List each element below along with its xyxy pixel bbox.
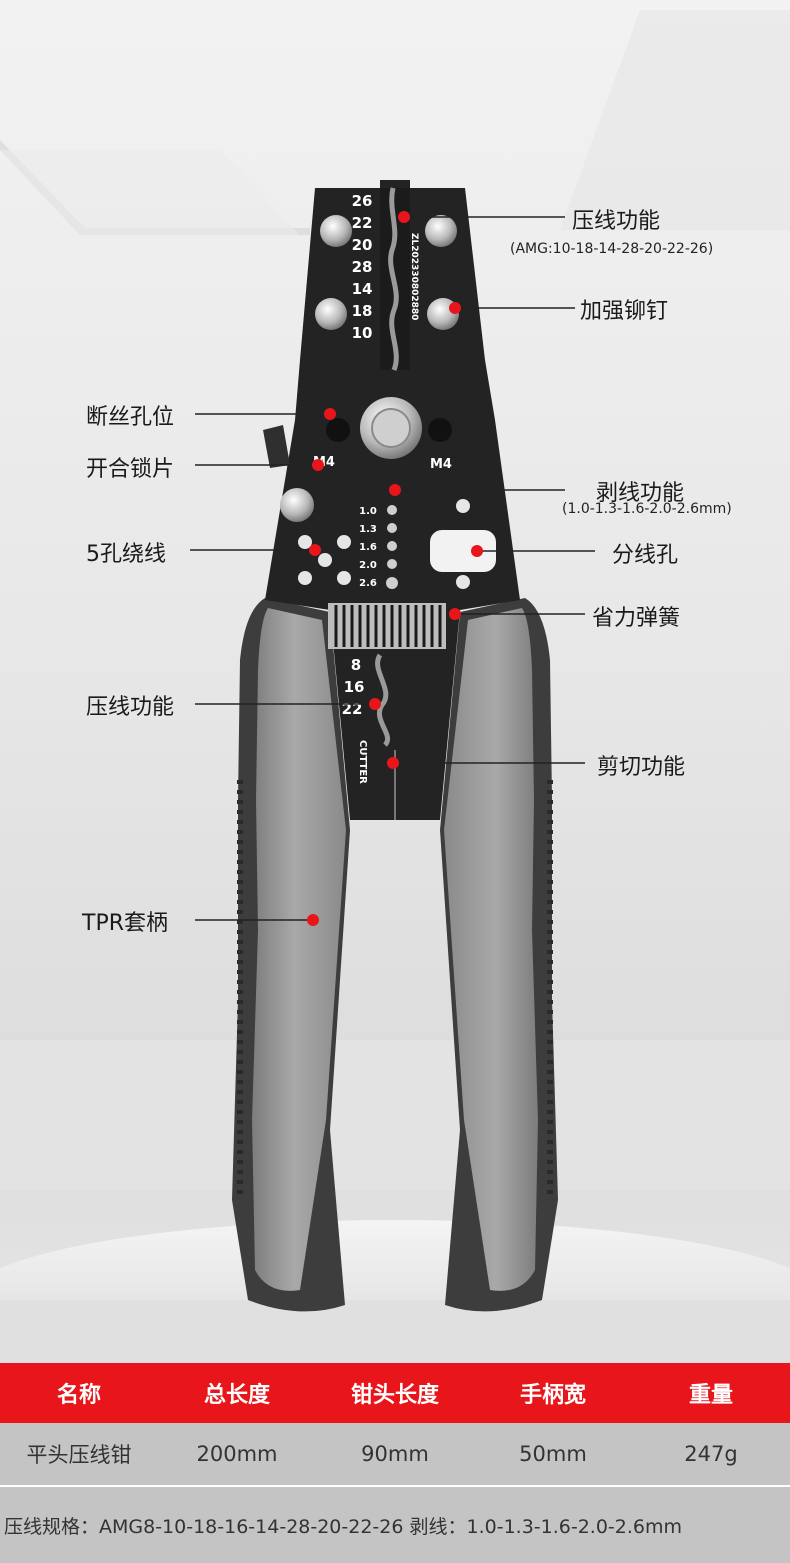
callout-cut: 剪切功能 (597, 755, 686, 780)
cutter-label: CUTTER (357, 740, 368, 784)
spec-header-head-length: 钳头长度 (350, 1383, 439, 1408)
callout-strip-spec: (1.0-1.3-1.6-2.0-2.6mm) (562, 501, 732, 517)
spec-header-handle-width: 手柄宽 (519, 1383, 586, 1408)
spec-footer: 压线规格：AMG8-10-18-16-14-28-20-22-26 剥线：1.0… (0, 1487, 790, 1563)
spec-header-weight: 重量 (688, 1383, 733, 1408)
spec-header-row: 名称 总长度 钳头长度 手柄宽 重量 (0, 1363, 790, 1423)
spec-table: 名称 总长度 钳头长度 手柄宽 重量 平头压线钳 200mm 90mm 50mm… (0, 1363, 790, 1563)
callout-dot-loop (309, 544, 321, 556)
crimp-size-label: 26 (352, 192, 373, 210)
strip-size-label: 2.6 (359, 578, 377, 589)
crimp-size-label: 18 (352, 302, 373, 320)
callout-lock: 开合锁片 (86, 457, 175, 482)
callout-bolt-cut: 断丝孔位 (86, 405, 175, 430)
callout-spring: 省力弹簧 (592, 606, 681, 631)
callout-crimp-top: 压线功能 (572, 209, 661, 234)
crimp-size-label: 14 (352, 280, 373, 298)
crimp-size-label: 20 (352, 236, 373, 254)
spec-header-length: 总长度 (203, 1383, 270, 1408)
crimp-size-label: 10 (352, 324, 373, 342)
callout-dot-spring (449, 608, 461, 620)
crimp-size-label: 22 (342, 700, 363, 718)
callout-crimp-bottom: 压线功能 (86, 695, 175, 720)
strip-size-label: 1.0 (359, 506, 377, 517)
callout-dot-crimp-bottom (369, 698, 381, 710)
spec-header-name: 名称 (56, 1383, 101, 1408)
product-stage: 26 22 20 28 14 18 10 ZL202330802880 M4 M… (0, 10, 790, 1363)
callout-lines (190, 216, 595, 921)
crimp-size-label: 28 (352, 258, 373, 276)
crimp-size-label: 16 (344, 678, 365, 696)
spec-value-head-length: 90mm (361, 1442, 429, 1466)
spec-value-length: 200mm (196, 1442, 278, 1466)
callout-crimp-top-spec: (AMG:10-18-14-28-20-22-26) (510, 241, 714, 257)
callout-strip: 剥线功能 (596, 481, 685, 506)
background-shapes (0, 10, 790, 1363)
callout-dot-crimp-top (398, 211, 410, 223)
callout-dot-splitter (471, 545, 483, 557)
strip-size-label: 1.6 (359, 542, 377, 553)
spec-value-name: 平头压线钳 (26, 1443, 132, 1467)
callout-splitter: 分线孔 (612, 543, 679, 568)
crimp-size-label: 8 (351, 656, 361, 674)
serial-number: ZL202330802880 (409, 233, 419, 320)
spec-value-handle-width: 50mm (519, 1442, 587, 1466)
callout-rivet: 加强铆钉 (580, 299, 669, 324)
spec-divider (0, 1485, 790, 1487)
callout-handle: TPR套柄 (82, 911, 168, 936)
strip-size-label: 1.3 (359, 524, 377, 535)
callout-dots (307, 211, 483, 926)
bolt-size-right: M4 (430, 457, 452, 472)
callout-loop: 5孔绕线 (86, 542, 166, 567)
crimp-size-label: 22 (352, 214, 373, 232)
tpr-handles (232, 598, 558, 1312)
callout-dot-bolt-cut (324, 408, 336, 420)
callout-dot-cut (387, 757, 399, 769)
spec-value-row: 平头压线钳 200mm 90mm 50mm 247g (0, 1423, 790, 1485)
callout-dot-strip (389, 484, 401, 496)
product-illustration: 26 22 20 28 14 18 10 ZL202330802880 M4 M… (0, 10, 790, 1363)
tool-head (263, 180, 520, 820)
strip-size-label: 2.0 (359, 560, 377, 571)
callout-dot-handle (307, 914, 319, 926)
spec-value-weight: 247g (684, 1442, 738, 1466)
callout-dot-lock (312, 459, 324, 471)
callout-dot-rivet (449, 302, 461, 314)
